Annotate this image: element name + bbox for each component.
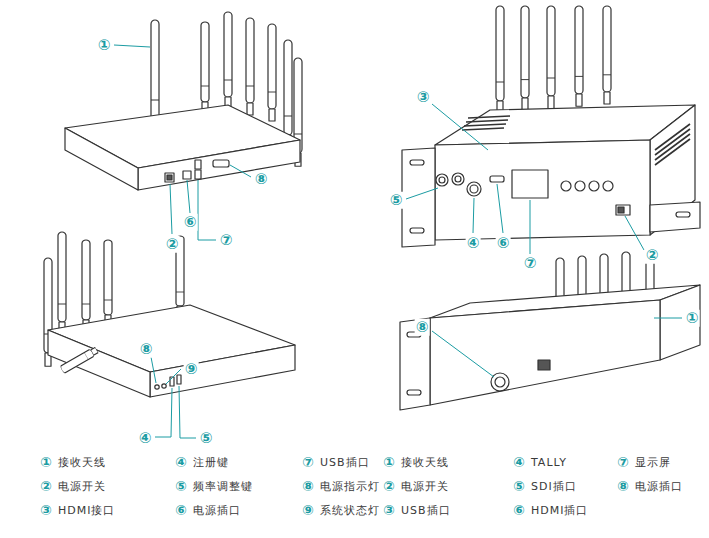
part-name: HDMI接口 (58, 505, 115, 517)
part-name: 系统状态灯 (320, 505, 380, 517)
part-name: 注册键 (193, 457, 229, 469)
part-name: 电源插口 (635, 481, 683, 493)
part-name: 频率调整键 (193, 481, 253, 493)
part-name: HDMI插口 (531, 505, 588, 517)
callout-number: ⑧ (254, 171, 269, 188)
part-name: 接收天线 (401, 457, 449, 469)
callout-number: ⑥ (496, 235, 511, 252)
callout-number: ⑨ (184, 361, 199, 378)
part-name: 电源指示灯 (320, 481, 380, 493)
callout-number: ① (685, 310, 700, 327)
callout-number: ⑦ (523, 255, 538, 272)
legend-number: ① (40, 455, 52, 470)
legend-number: ② (383, 479, 395, 494)
part-name: USB插口 (320, 457, 370, 469)
callout-number: ② (165, 236, 180, 253)
receiver-rack-front (402, 6, 700, 247)
legend-number: ⑧ (302, 479, 314, 494)
leader-lines (114, 45, 682, 438)
legend-number: ⑨ (302, 503, 314, 518)
receiver-front-view (44, 232, 295, 397)
callout-number: ⑤ (389, 192, 404, 209)
part-name: 电源插口 (193, 505, 241, 517)
legend-number: ⑧ (617, 479, 629, 494)
legend-number: ③ (40, 503, 52, 518)
legend-number: ⑤ (513, 479, 525, 494)
part-name: 电源开关 (58, 481, 106, 493)
legend-number: ④ (513, 455, 525, 470)
callout-number: ⑥ (183, 214, 198, 231)
legend-number: ⑦ (617, 455, 629, 470)
legend-number: ⑥ (513, 503, 525, 518)
legend-number: ④ (175, 455, 187, 470)
part-name: SDI插口 (531, 481, 577, 493)
legend-number: ③ (383, 503, 395, 518)
part-name: 显示屏 (635, 457, 671, 469)
callout-number: ② (645, 247, 660, 264)
callout-number: ① (97, 37, 112, 54)
legend-number: ⑥ (175, 503, 187, 518)
callout-number: ⑦ (219, 232, 234, 249)
callout-number: ⑧ (415, 319, 430, 336)
part-name: USB插口 (401, 505, 451, 517)
legend-number: ② (40, 479, 52, 494)
part-name: 电源开关 (401, 481, 449, 493)
legend-number: ① (383, 455, 395, 470)
legend-number: ⑤ (175, 479, 187, 494)
callout-number: ④ (138, 430, 153, 447)
part-name: TALLY (531, 457, 567, 469)
part-name: 接收天线 (58, 457, 106, 469)
callout-number: ⑤ (199, 430, 214, 447)
legend-number: ⑦ (302, 455, 314, 470)
receiver-rack-rear (400, 250, 700, 410)
callout-number: ④ (466, 235, 481, 252)
callout-number: ③ (416, 89, 431, 106)
callout-number: ⑧ (139, 341, 154, 358)
receiver-top-view (65, 12, 302, 190)
